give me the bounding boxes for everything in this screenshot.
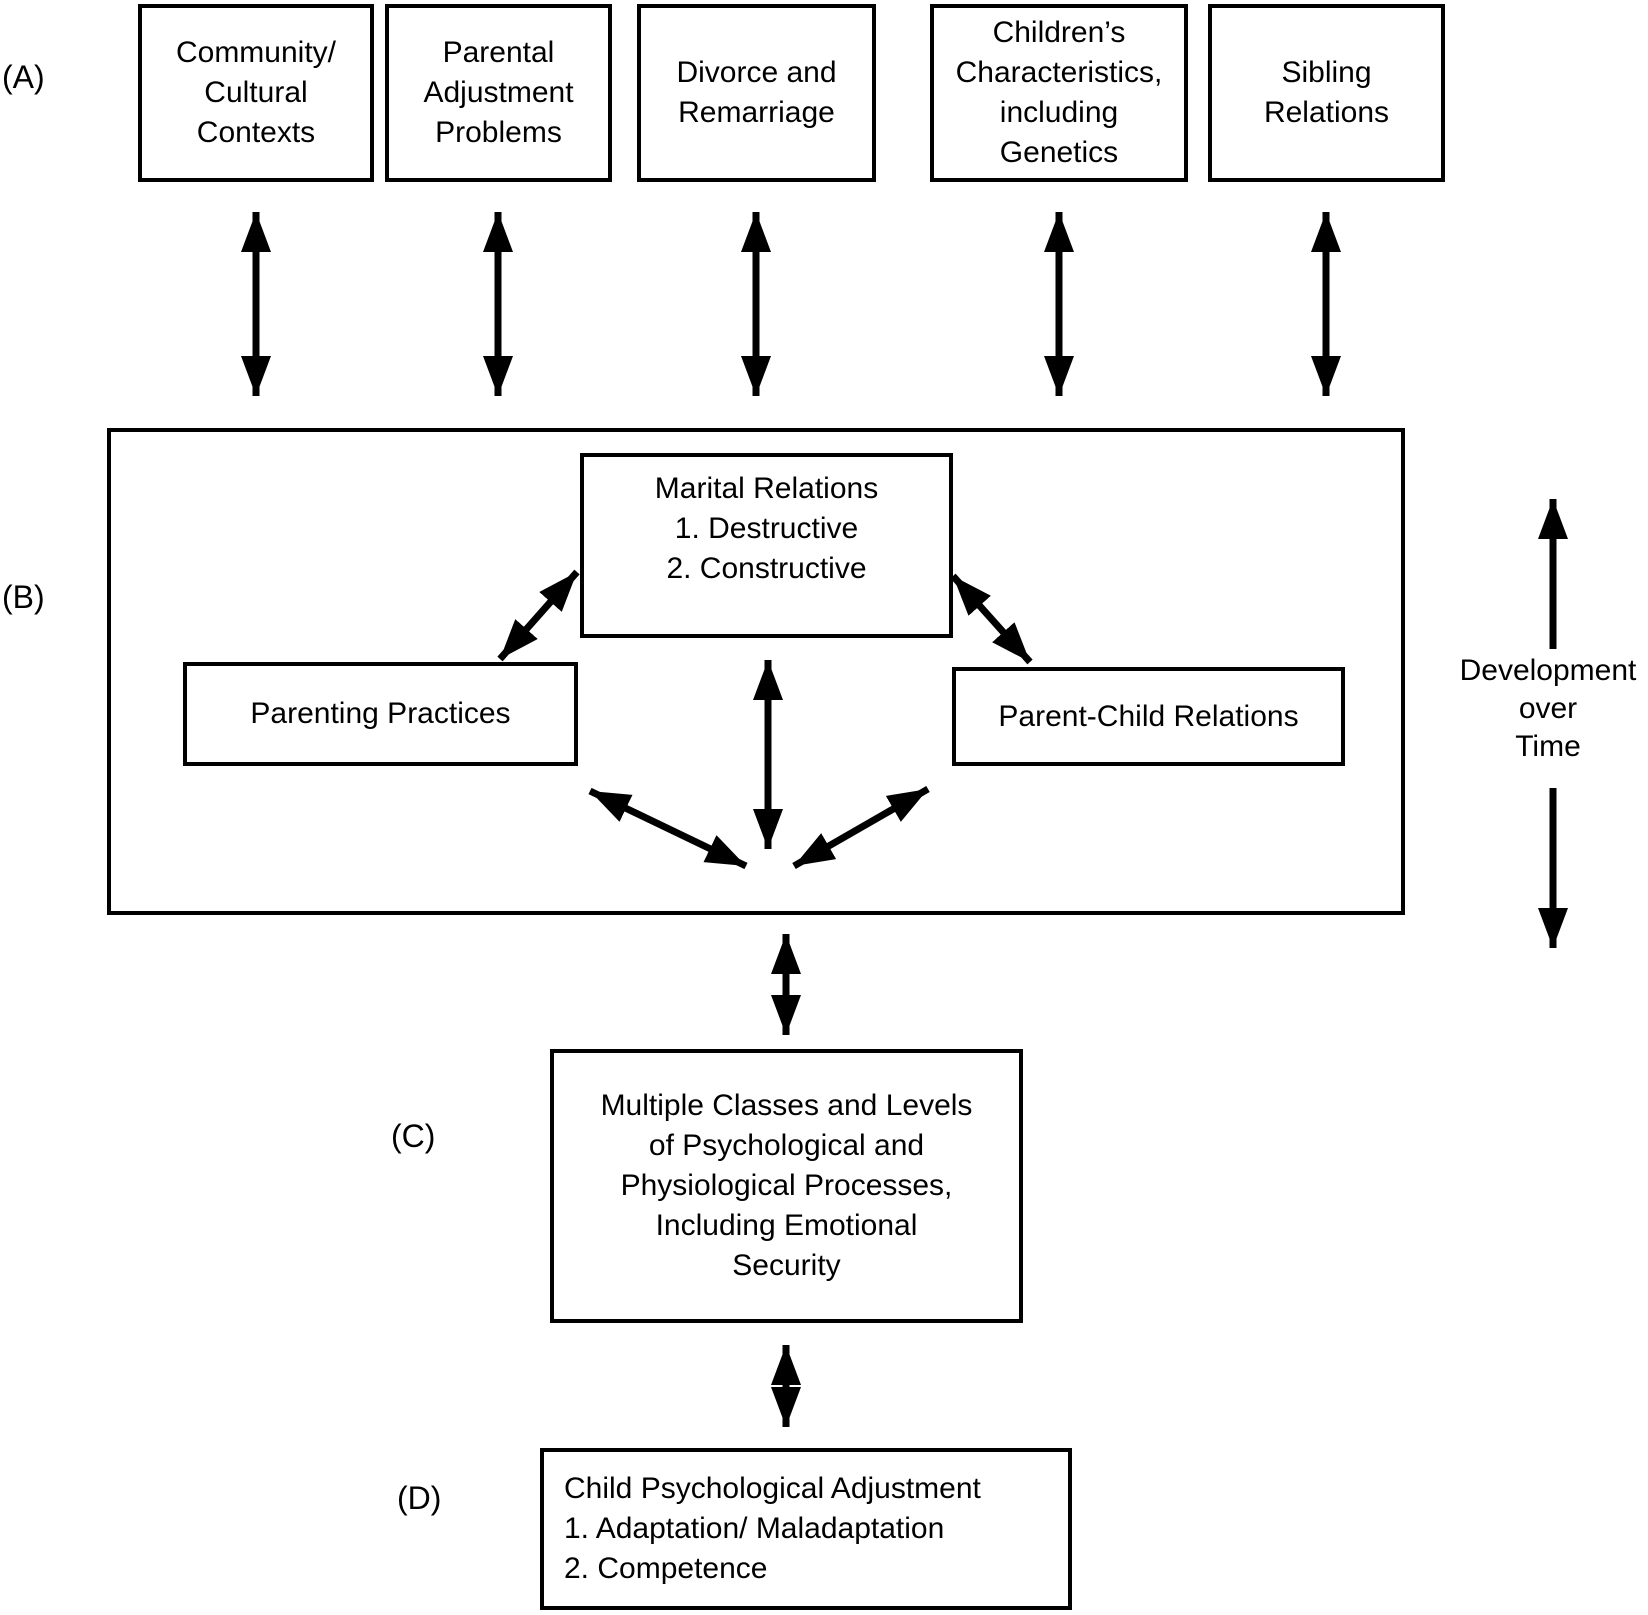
box-childrens-characteristics: Children’s Characteristics, including Ge… [930,4,1188,182]
box-divorce-remarriage: Divorce and Remarriage [637,4,876,182]
development-over-time-label: Development over Time [1459,654,1637,763]
box-psychological-physiological-processes: Multiple Classes and Levels of Psycholog… [550,1049,1023,1323]
box-community-cultural-contexts: Community/ Cultural Contexts [138,4,374,182]
box-sibling-relations: Sibling Relations [1208,4,1445,182]
box-parental-adjustment-problems: Parental Adjustment Problems [385,4,612,182]
box-child-psychological-adjustment: Child Psychological Adjustment 1. Adapta… [540,1448,1072,1610]
row-label-a: (A) [2,59,45,95]
arrow-marital-parentchild [950,573,1033,665]
row-label-d: (D) [397,1480,442,1516]
arrow-parenting-center [588,787,748,870]
box-parenting-practices: Parenting Practices [183,662,578,766]
box-family-system [107,428,1405,915]
arrow-marital-parenting [497,569,580,662]
box-parent-child-relations: Parent-Child Relations [952,667,1345,766]
arrow-parentchild-center [792,785,930,870]
row-label-c: (C) [391,1118,436,1154]
row-label-b: (B) [2,579,45,615]
box-marital-relations: Marital Relations 1. Destructive 2. Cons… [580,453,953,638]
